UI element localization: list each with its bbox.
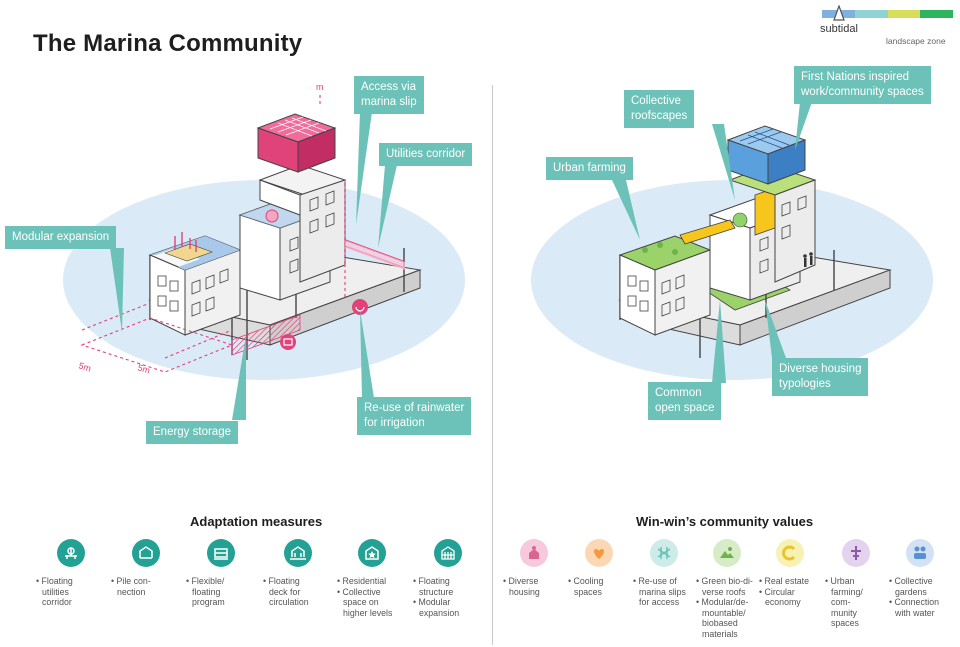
callout-modular-expansion: Modular expansion — [5, 226, 117, 249]
svg-text:m: m — [316, 82, 324, 92]
callout-utilities-corridor: Utilities corridor — [379, 143, 473, 166]
circular-economy-icon — [776, 539, 804, 567]
panel-divider — [492, 85, 493, 645]
residential-levels-icon — [358, 539, 386, 567]
floating-program-icon — [207, 539, 235, 567]
zone-segment — [854, 10, 888, 18]
zone-segment — [920, 10, 953, 18]
collective-gardens-icon — [906, 539, 934, 567]
urban-farming-icon — [842, 539, 870, 567]
zone-segment — [887, 10, 921, 18]
adaptation-measure-label: • Pile con-nection — [111, 576, 151, 597]
building-illustrations: m 5m 5m — [77, 82, 892, 420]
community-value-label: • Green bio-di-verse roofs• Modular/de-m… — [696, 576, 753, 639]
dimension-label: 5m — [136, 362, 151, 375]
zone-subtidal-label: subtidal — [820, 23, 858, 35]
callout-pointers — [110, 102, 812, 420]
community-values-title: Win-win’s community values — [636, 514, 814, 529]
callout-urban-farming: Urban farming — [546, 157, 633, 180]
left-building: m 5m 5m — [77, 82, 422, 376]
dimension-label: 5m — [77, 360, 92, 373]
callout-energy-storage: Energy storage — [146, 421, 238, 444]
green-roofs-icon — [713, 539, 741, 567]
adaptation-measures-title: Adaptation measures — [190, 514, 323, 529]
floating-utilities-icon — [57, 539, 85, 567]
modular-structure-icon — [434, 539, 462, 567]
cooling-spaces-icon — [585, 539, 613, 567]
zone-label: landscape zone — [886, 36, 946, 46]
floating-deck-icon — [284, 539, 312, 567]
marina-slips-icon — [650, 539, 678, 567]
pile-connection-icon — [132, 539, 160, 567]
right-building — [618, 125, 892, 358]
page-title: The Marina Community — [33, 30, 303, 57]
location-pin-icon — [833, 5, 845, 21]
diverse-housing-icon — [520, 539, 548, 567]
